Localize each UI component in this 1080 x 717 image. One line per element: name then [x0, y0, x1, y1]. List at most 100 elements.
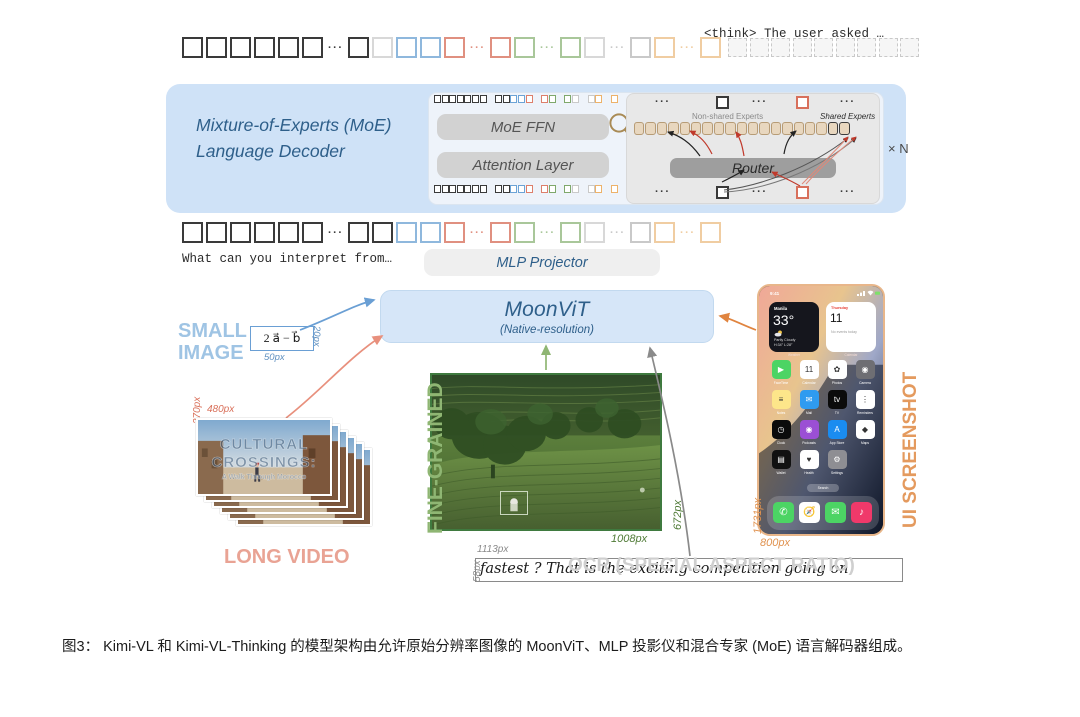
- phone-search-pill[interactable]: Search: [807, 484, 839, 492]
- strip-bottom-cell: [464, 185, 472, 193]
- phone-app-notes[interactable]: ≡Notes: [767, 390, 795, 420]
- non-shared-expert-cell: [634, 122, 645, 135]
- app-icon: ▶: [771, 360, 791, 379]
- dock-icon-music[interactable]: ♪: [851, 502, 872, 523]
- output-token: [206, 37, 227, 58]
- app-icon: 11: [799, 360, 819, 379]
- expert-output-token-red: [796, 186, 809, 199]
- expert-top-dots-3: ···: [840, 96, 856, 108]
- strip-bottom-cell: [610, 185, 618, 193]
- phone-app-wallet[interactable]: ▤Wallet: [767, 450, 795, 480]
- attention-layer-block[interactable]: Attention Layer: [437, 152, 609, 178]
- non-shared-expert-cell: [782, 122, 793, 135]
- strip-bottom-cell: [479, 185, 487, 193]
- figure-caption: 图3： Kimi-VL 和 Kimi-VL-Thinking 的模型架构由允许原…: [62, 639, 912, 655]
- output-ellipsis: ···: [470, 42, 486, 54]
- output-token: [230, 37, 251, 58]
- app-label: Photos: [831, 380, 843, 385]
- weather-widget[interactable]: Manila 33° Partly Cloudy H:34° L:28°: [769, 302, 819, 352]
- output-token: [348, 37, 369, 58]
- strip-top-cell: [595, 95, 603, 103]
- app-label: App Store: [829, 440, 845, 445]
- strip-bottom-cell: [495, 185, 503, 193]
- think-text: <think> The user asked …: [704, 27, 885, 41]
- strip-top-cell: [472, 95, 479, 103]
- input-token: [372, 222, 393, 243]
- weather-condition: Partly Cloudy: [774, 338, 796, 342]
- dock-icon-phone[interactable]: ✆: [773, 502, 794, 523]
- expert-top-dots-2: ···: [752, 96, 768, 108]
- calendar-widget[interactable]: Thursday 11 No events today: [826, 302, 876, 352]
- router-block[interactable]: Router: [670, 158, 836, 178]
- input-token: [700, 222, 721, 243]
- layer-token-strip-top: [434, 95, 634, 104]
- input-token: [230, 222, 251, 243]
- output-token: [654, 37, 675, 58]
- input-ellipsis: ···: [610, 227, 626, 239]
- phone-app-podcasts[interactable]: ◉Podcasts: [795, 420, 823, 450]
- app-icon: ♥: [799, 450, 819, 469]
- strip-bottom-cell: [525, 185, 533, 193]
- strip-top-cell: [464, 95, 472, 103]
- phone-app-camera[interactable]: ◉Camera: [851, 360, 879, 390]
- fine-grained-width-label: 1008px: [611, 533, 648, 545]
- expert-bottom-dots-2: ···: [752, 186, 768, 198]
- output-ellipsis: ···: [540, 42, 556, 54]
- fine-grained-roi-box: [500, 491, 528, 515]
- app-label: FaceTime: [773, 380, 789, 385]
- input-ellipsis: ···: [540, 227, 556, 239]
- long-video-label: LONG VIDEO: [224, 546, 350, 568]
- strip-top-cell: [572, 95, 579, 103]
- weather-hilo: H:34° L:28°: [774, 343, 793, 347]
- video-title-line2: CROSSINGS:: [211, 454, 317, 472]
- fine-grained-image: [430, 373, 662, 531]
- dock-icon-safari[interactable]: 🧭: [799, 502, 820, 523]
- ocr-width-label: 1113px: [477, 544, 509, 555]
- non-shared-expert-cell: [759, 122, 770, 135]
- strip-bottom-cell: [510, 185, 518, 193]
- mlp-projector-block[interactable]: MLP Projector: [424, 249, 660, 276]
- calendar-empty-text: No events today: [831, 330, 857, 334]
- phone-app-clock[interactable]: ◷Clock: [767, 420, 795, 450]
- phone-app-health[interactable]: ♥Health: [795, 450, 823, 480]
- small-image-label-line1: SMALL: [178, 320, 247, 342]
- small-image-thumbnail: 2 a⃗ − b⃗: [250, 326, 314, 351]
- phone-app-reminders[interactable]: ⋮Reminders: [851, 390, 879, 420]
- moonvit-block[interactable]: MoonViT (Native-resolution): [380, 290, 714, 343]
- app-label: Settings: [831, 470, 843, 475]
- non-shared-experts-label: Non-shared Experts: [692, 112, 764, 121]
- ocr-label: OCR (SPECIAL ASPECT RATIO): [568, 555, 855, 576]
- strip-bottom-cell: [587, 185, 595, 193]
- attention-layer-label: Attention Layer: [472, 156, 574, 174]
- dock-icon-messages[interactable]: ✉: [825, 502, 846, 523]
- calendar-day: 11: [830, 311, 843, 325]
- input-ellipsis: ···: [680, 227, 696, 239]
- small-image-width-label: 50px: [264, 352, 285, 363]
- input-token: [560, 222, 581, 243]
- phone-app-settings[interactable]: ⚙Settings: [823, 450, 851, 480]
- weather-temp: 33°: [773, 312, 795, 328]
- strip-top-cell: [541, 95, 549, 103]
- prompt-text: What can you interpret from…: [182, 252, 393, 266]
- output-token: [420, 37, 441, 58]
- moe-ffn-block[interactable]: MoE FFN: [437, 114, 609, 140]
- output-token: [396, 37, 417, 58]
- calendar-widget-name: Calendar: [844, 353, 858, 357]
- non-shared-expert-cell: [668, 122, 679, 135]
- video-title-line1: CULTURAL: [219, 436, 309, 454]
- input-token: [396, 222, 417, 243]
- phone-app-photos[interactable]: ✿Photos: [823, 360, 851, 390]
- weather-city: Manila: [774, 306, 788, 311]
- app-label: Wallet: [776, 470, 786, 475]
- strip-top-cell: [525, 95, 533, 103]
- input-token: [654, 222, 675, 243]
- app-label: Mail: [805, 410, 813, 415]
- phone-app-maps[interactable]: ◆Maps: [851, 420, 879, 450]
- reasoning-token-placeholder: [857, 38, 876, 57]
- phone-app-mail[interactable]: ✉Mail: [795, 390, 823, 420]
- strip-top-cell: [479, 95, 487, 103]
- phone-app-facetime[interactable]: ▶FaceTime: [767, 360, 795, 390]
